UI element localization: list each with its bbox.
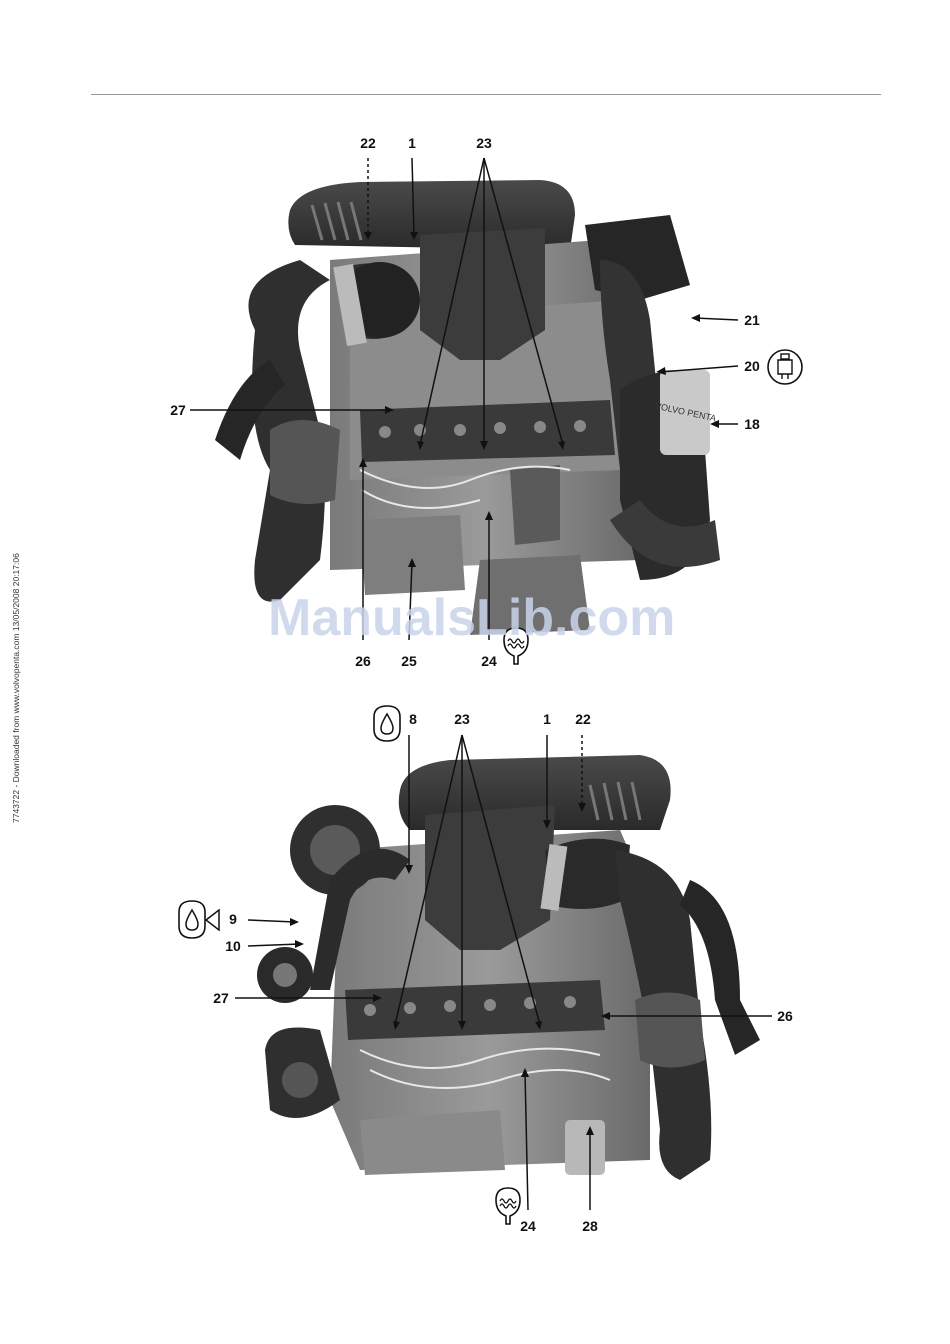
oil-drop-icon [369,703,405,745]
callout-23-bottom: 23 [454,711,470,727]
callout-22-bottom: 22 [575,711,591,727]
callout-28: 28 [582,1218,598,1234]
callout-20: 20 [744,358,760,374]
callout-25: 25 [401,653,417,669]
callout-23: 23 [476,135,492,151]
callout-10: 10 [225,938,241,954]
callout-1-bottom: 1 [543,711,551,727]
oil-level-dipstick-icon [175,898,223,942]
callout-26-bottom: 26 [777,1008,793,1024]
watermark: ManualsLib.com [268,588,675,648]
callout-8: 8 [409,711,417,727]
callout-21: 21 [744,312,760,328]
callout-18: 18 [744,416,760,432]
callout-22: 22 [360,135,376,151]
callout-26: 26 [355,653,371,669]
callout-27: 27 [170,402,186,418]
callout-24-bottom: 24 [520,1218,536,1234]
callout-24: 24 [481,653,497,669]
spark-plug-icon [766,348,804,386]
callout-27-bottom: 27 [213,990,229,1006]
callout-9: 9 [229,911,237,927]
callout-1: 1 [408,135,416,151]
